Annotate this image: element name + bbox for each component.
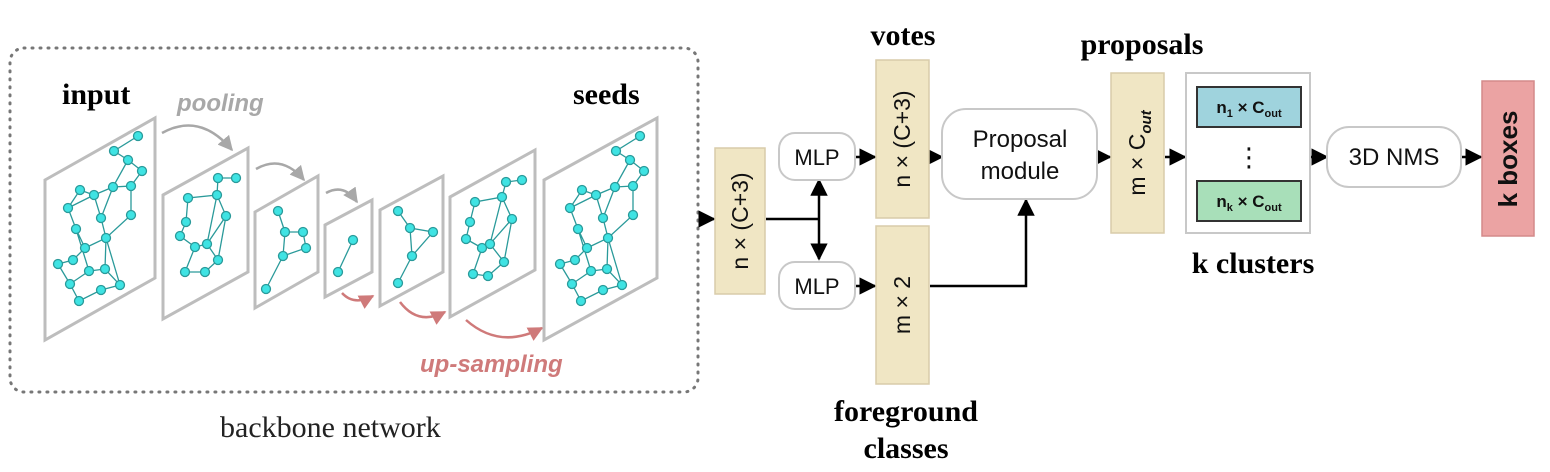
nms-box [1326,126,1462,188]
point-cloud-layer-2 [161,145,250,322]
proposals-features-subscript: out [1138,109,1155,133]
point-cloud-layer-6 [448,147,537,320]
arrow-foreground-to-proposal [930,198,1035,288]
votes-title: votes [871,19,936,52]
proposals-title: proposals [1081,28,1204,61]
proposal-module-line1: Proposal [973,126,1068,153]
pooling-arrow-3 [325,186,359,204]
pooling-arrow-1 [161,124,233,152]
backbone-network-box [8,46,700,394]
input-features-label: n × (C+3) [727,172,753,269]
input-label: input [62,78,130,111]
point-cloud-layer-5 [378,173,445,309]
upsampling-arrows [341,292,544,341]
layer-frame [542,115,659,343]
point-graph [260,205,312,295]
point-graph [392,205,439,289]
upsampling-arrow-2 [399,301,447,325]
foreground-title-line2: classes [864,432,949,465]
cluster-last-box [1196,180,1302,222]
point-graph [52,130,148,307]
proposal-module-box [941,108,1098,200]
mlp-top-label: MLP [794,145,839,170]
foreground-features-label: m × 2 [889,276,915,334]
foreground-title-line1: foreground [834,395,978,428]
cluster-last-label: nk × Cout [1216,192,1282,214]
cluster-first-box [1196,86,1302,128]
cluster-first-n: n [1216,98,1226,117]
upsampling-arrow-1 [341,292,375,309]
votes-features-label: n × (C+3) [889,90,915,187]
upsampling-label: up-sampling [420,351,563,378]
point-cloud-layer-3 [253,173,320,311]
cluster-first-times-c: × C [1233,98,1265,117]
upsampling-arrow-3 [465,319,544,341]
cluster-last-n: n [1216,192,1226,211]
point-graph [332,234,359,278]
cluster-last-sub: k [1227,202,1234,214]
nms-label: 3D NMS [1349,144,1440,171]
foreground-features-box [875,225,930,385]
clusters-title: k clusters [1192,247,1315,280]
pooling-label: pooling [176,90,264,117]
mlp-bottom-box [778,261,856,310]
pooling-arrows [161,124,359,204]
proposals-features-label: m × Cout [1124,109,1155,195]
seeds-label: seeds [573,78,640,111]
layer-frame [253,173,320,311]
cluster-last-times-c: × C [1233,192,1265,211]
cluster-ellipsis: ⋮ [1236,142,1262,172]
connector-lines [698,148,1483,295]
backbone-network-label: backbone network [220,411,441,444]
mlp-top-box [778,132,856,181]
cluster-last-c-sub: out [1265,202,1282,214]
proposals-features-box [1110,72,1165,234]
output-label: k boxes [1493,111,1523,208]
cluster-first-label: n1 × Cout [1216,98,1282,120]
proposal-module-line2: module [981,158,1060,185]
proposals-features-prefix: m × C [1124,134,1150,196]
input-features-box [714,147,766,295]
mlp-bottom-label: MLP [794,274,839,299]
point-cloud-layer-seeds [542,115,659,343]
votes-features-box [875,59,930,219]
point-cloud-layer-1 [43,115,157,343]
point-graph [460,174,528,282]
pooling-arrow-2 [255,162,305,182]
cluster-first-c-sub: out [1265,108,1282,120]
cluster-first-sub: 1 [1227,108,1233,120]
point-graph [174,172,242,278]
point-cloud-layer-4 [323,197,374,300]
layer-frame [43,115,157,343]
output-boxes [1481,80,1535,237]
point-graph [554,130,650,307]
